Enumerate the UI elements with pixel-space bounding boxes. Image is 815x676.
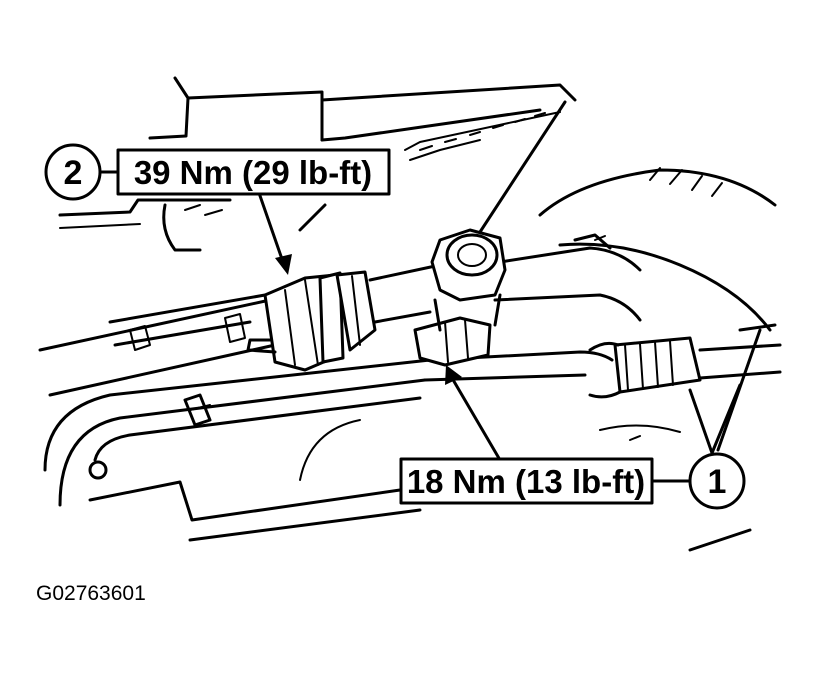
callout-leaders (98, 100, 762, 483)
port-hex-nut (430, 228, 507, 332)
callout-2: 2 39 Nm (29 lb-ft) (44, 143, 391, 201)
callout-1-number: 1 (708, 463, 727, 501)
figure-id: G02763601 (36, 582, 146, 605)
main-fuel-tube (38, 246, 642, 397)
callout-1-torque-label: 18 Nm (13 lb-ft) (407, 463, 645, 500)
upper-body-structure (58, 76, 577, 252)
callout-2-number: 2 (64, 154, 83, 192)
right-side-structure (538, 167, 777, 552)
callout-1: 18 Nm (13 lb-ft) 1 (399, 452, 746, 510)
callout-1-torque-box (399, 457, 654, 505)
callout-2-torque-box (116, 148, 391, 196)
small-fitting-nut (413, 316, 492, 367)
large-fitting-nut (246, 270, 377, 372)
lower-tubes-and-bracket (43, 336, 782, 542)
callout-2-circle (44, 143, 102, 201)
callout-1-circle (688, 452, 746, 510)
callout-2-torque-label: 39 Nm (29 lb-ft) (134, 154, 372, 191)
